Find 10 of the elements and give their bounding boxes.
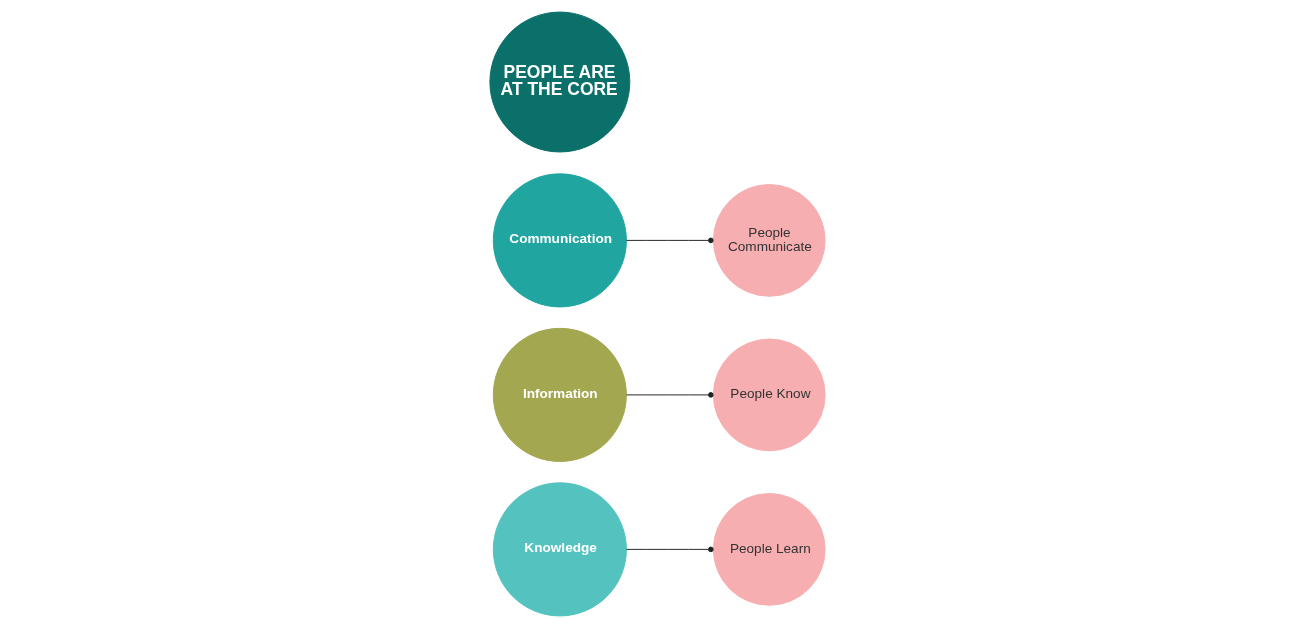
- node-circle: Information: [492, 327, 627, 462]
- node-circle: People Communicate: [712, 184, 826, 297]
- connector: [625, 392, 714, 398]
- node-circle: Knowledge: [492, 482, 627, 617]
- node-circle: People Learn: [712, 493, 826, 606]
- connector: [625, 237, 714, 244]
- node-circle: PEOPLE ARE AT THE CORE: [488, 11, 630, 153]
- connector: [625, 546, 714, 553]
- node-circle: Communication: [492, 173, 627, 308]
- node-circle: People Know: [712, 338, 826, 452]
